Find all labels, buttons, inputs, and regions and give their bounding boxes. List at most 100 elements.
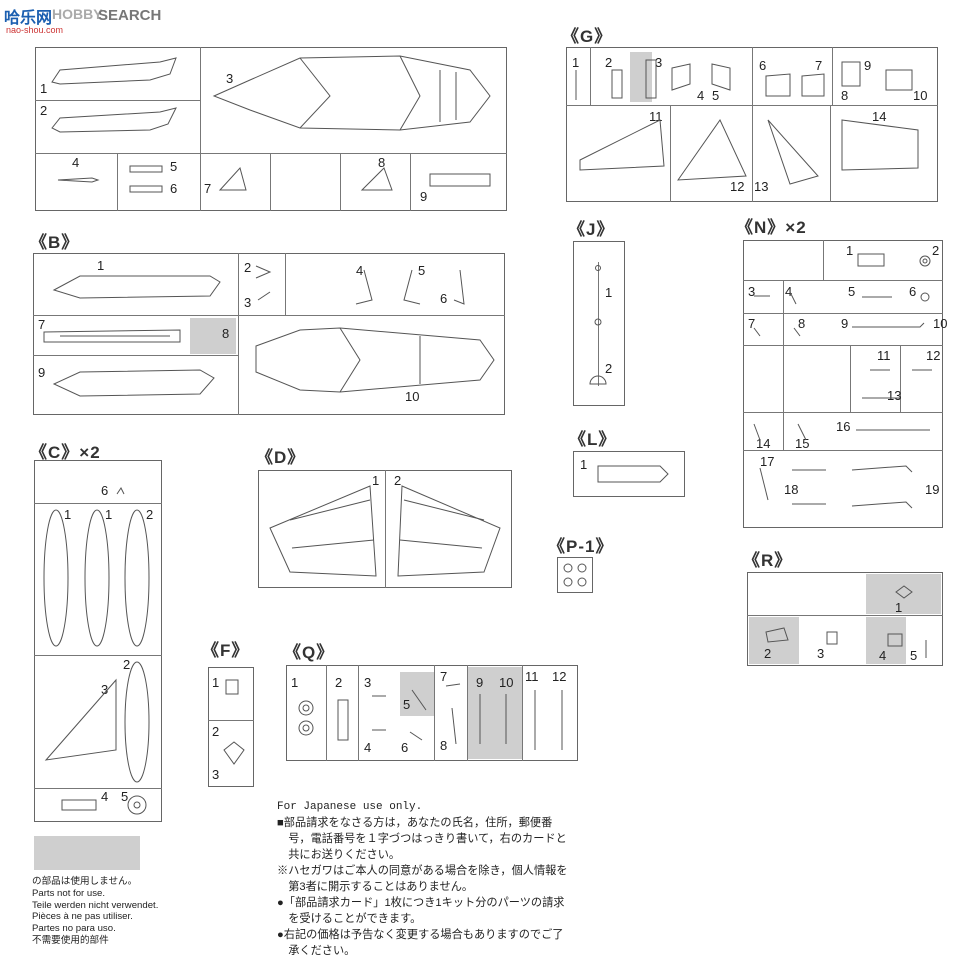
- sprue-label-p1: 《P-1》: [548, 537, 614, 556]
- part-label-d1: 1: [372, 473, 380, 488]
- part-label-q5: 5: [403, 697, 411, 712]
- part-label-n17: 17: [760, 454, 775, 469]
- part-label-g11: 11: [649, 109, 663, 124]
- sprue-b-frame: [33, 253, 505, 415]
- sprue-label-j: 《J》: [568, 220, 615, 239]
- part-label-c6: 6: [101, 483, 109, 498]
- part-label-q6: 6: [401, 740, 409, 755]
- notes-line-7: を受けることができます。: [277, 913, 422, 925]
- part-label-n4: 4: [785, 284, 793, 299]
- part-label-n1: 1: [846, 243, 854, 258]
- part-label-n3: 3: [748, 284, 756, 299]
- legend-line-de: Teile werden nicht verwendet.: [32, 899, 159, 911]
- part-label-g1: 1: [572, 55, 580, 70]
- part-label-n10: 10: [933, 316, 948, 331]
- part-label-a8: 8: [378, 155, 386, 170]
- sprue-label-r: 《R》: [743, 551, 793, 570]
- part-label-c4: 4: [101, 789, 109, 804]
- part-label-n8: 8: [798, 316, 806, 331]
- part-label-q1: 1: [291, 675, 299, 690]
- part-label-c1a: 1: [64, 507, 72, 522]
- part-label-b1: 1: [97, 258, 105, 273]
- part-label-g5: 5: [712, 88, 720, 103]
- sprue-l-frame: [573, 451, 685, 497]
- part-label-b10: 10: [405, 389, 420, 404]
- legend-line-es: Partes no para uso.: [32, 923, 116, 935]
- sprue-label-d: 《D》: [256, 448, 306, 467]
- part-label-f3: 3: [212, 767, 220, 782]
- part-label-b9: 9: [38, 365, 46, 380]
- part-label-c5: 5: [121, 789, 129, 804]
- sprue-label-b: 《B》: [30, 233, 80, 252]
- part-label-b3: 3: [244, 295, 252, 310]
- notes-line-4: ※ハセガワはご本人の同意がある場合を除き，個人情報を: [277, 865, 568, 877]
- sprue-p1-frame: [557, 557, 593, 593]
- part-label-g14: 14: [872, 109, 887, 124]
- part-label-g9: 9: [864, 58, 872, 73]
- part-label-a2: 2: [40, 103, 48, 118]
- watermark-search: SEARCH: [98, 7, 162, 24]
- part-label-n11: 11: [877, 348, 891, 363]
- sprue-label-f: 《F》: [202, 641, 250, 660]
- not-for-use-swatch: [34, 836, 140, 870]
- part-label-n5: 5: [848, 284, 856, 299]
- sprue-a-frame: [35, 47, 507, 211]
- sprue-f-frame: [208, 667, 254, 787]
- part-label-n6: 6: [909, 284, 917, 299]
- part-label-b4: 4: [356, 263, 364, 278]
- part-label-q12: 12: [552, 669, 567, 684]
- part-label-g12: 12: [730, 179, 745, 194]
- legend-line-zh: 不需要使用的部件: [32, 934, 109, 946]
- part-label-d2: 2: [394, 473, 402, 488]
- sprue-label-g: 《G》: [562, 27, 613, 46]
- part-label-f2: 2: [212, 724, 220, 739]
- part-label-a4: 4: [72, 155, 80, 170]
- part-label-c3: 3: [101, 682, 109, 697]
- part-label-n2: 2: [932, 243, 940, 258]
- part-label-n16: 16: [836, 419, 851, 434]
- part-label-b7: 7: [38, 317, 46, 332]
- notes-line-6: ●「部品請求カード」1枚につき1キット分のパーツの請求: [277, 897, 565, 909]
- part-label-n7: 7: [748, 316, 756, 331]
- part-label-a1: 1: [40, 81, 48, 96]
- notes-line-1: ■部品請求をなさる方は，あなたの氏名，住所，郵便番: [277, 817, 553, 829]
- part-label-r2: 2: [764, 646, 772, 661]
- sprue-n-frame: [743, 240, 943, 528]
- part-label-a6: 6: [170, 181, 178, 196]
- part-label-g8: 8: [841, 88, 849, 103]
- part-label-n12: 12: [926, 348, 941, 363]
- part-label-q10: 10: [499, 675, 514, 690]
- part-label-j2: 2: [605, 361, 613, 376]
- part-label-q2: 2: [335, 675, 343, 690]
- not-for-use-legend: の部品は使用しません。 Parts not for use. Teile wer…: [32, 876, 158, 947]
- part-label-g3: 3: [655, 55, 663, 70]
- part-label-a5: 5: [170, 159, 178, 174]
- part-label-q8: 8: [440, 738, 448, 753]
- watermark-logo: 哈乐网 HOBBY SEARCH nao-shou.com: [4, 4, 164, 38]
- part-label-n9: 9: [841, 316, 849, 331]
- part-label-b8: 8: [222, 326, 230, 341]
- notes-line-2: 号，電話番号を１字づつはっきり書いて，右のカードと: [277, 833, 567, 845]
- part-label-r4: 4: [879, 648, 887, 663]
- watermark-hobby: HOBBY: [52, 6, 103, 22]
- notes-line-5: 第3者に開示することはありません。: [277, 881, 474, 893]
- legend-line-ja: の部品は使用しません。: [32, 876, 138, 887]
- part-label-n15: 15: [795, 436, 810, 451]
- sprue-label-q: 《Q》: [284, 643, 335, 662]
- part-label-j1: 1: [605, 285, 613, 300]
- legend-line-fr: Pièces à ne pas utiliser.: [32, 911, 133, 923]
- part-label-c1b: 1: [105, 507, 113, 522]
- part-label-q3: 3: [364, 675, 372, 690]
- notes-heading: For Japanese use only.: [277, 801, 423, 813]
- part-label-g4: 4: [697, 88, 705, 103]
- part-label-q4: 4: [364, 740, 372, 755]
